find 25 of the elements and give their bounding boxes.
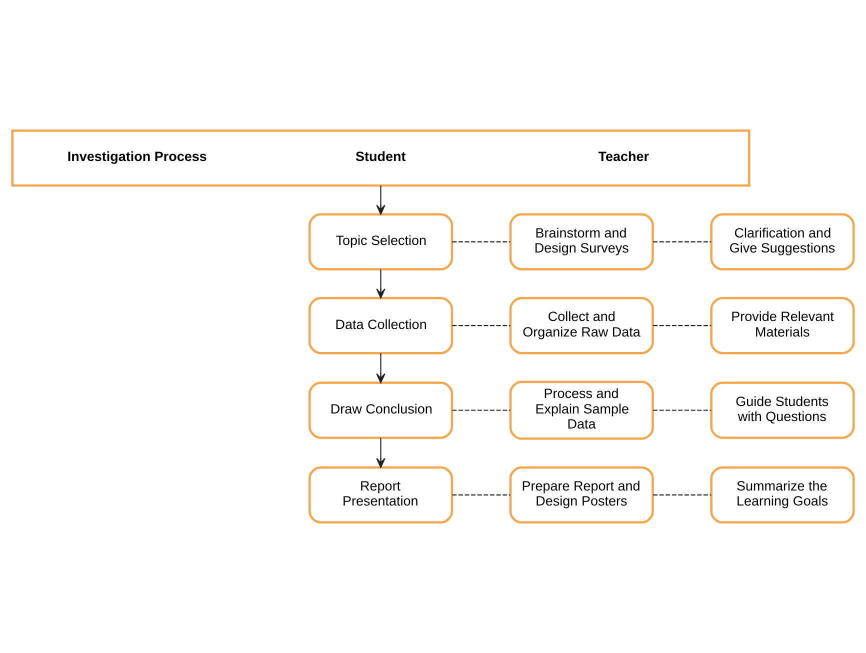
node-box: Collect and Organize Raw Data — [509, 297, 654, 354]
arrow — [376, 353, 386, 384]
node-box: Provide Relevant Materials — [710, 297, 855, 354]
node-box: Guide Students with Questions — [710, 382, 855, 439]
node-box: Report Presentation — [308, 466, 454, 524]
node-box: Draw Conclusion — [308, 382, 454, 439]
connector — [452, 410, 510, 411]
node-box: Topic Selection — [308, 213, 454, 270]
arrow — [376, 186, 386, 215]
node-box: Summarize the Learning Goals — [710, 466, 855, 524]
node-box: Investigation Process Student Teacher — [11, 129, 750, 187]
connector — [653, 410, 712, 411]
connector — [452, 241, 510, 242]
node-box: Clarification and Give Suggestions — [710, 213, 855, 270]
arrow — [376, 269, 386, 298]
connector — [653, 241, 712, 242]
node-box: Process and Explain Sample Data — [509, 380, 654, 440]
node-box: Prepare Report and Design Posters — [509, 466, 654, 524]
connector — [653, 325, 712, 326]
arrow — [376, 438, 386, 468]
connector — [452, 494, 510, 496]
node-box: Brainstorm and Design Surveys — [509, 213, 654, 270]
node-box: Data Collection — [308, 297, 454, 354]
connector — [653, 494, 712, 496]
connector — [452, 325, 510, 326]
